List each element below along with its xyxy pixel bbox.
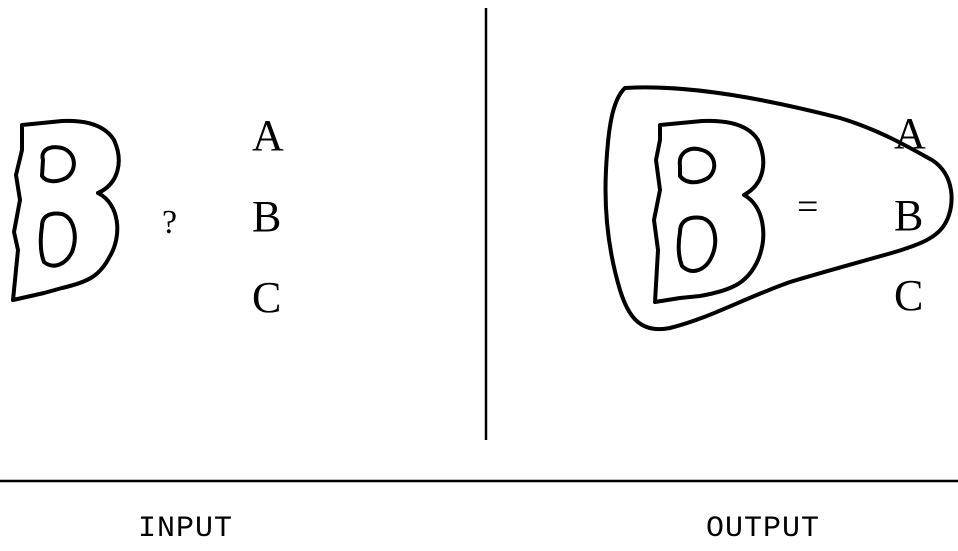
output-option-c: C (894, 274, 923, 318)
input-b-shape (13, 121, 119, 300)
input-b-upper-hole (42, 147, 74, 181)
input-option-b: B (252, 195, 281, 239)
input-b-lower-hole (41, 214, 75, 266)
input-label: INPUT (138, 514, 233, 544)
output-b-lower-hole (679, 218, 716, 271)
input-question-mark: ? (162, 206, 177, 240)
output-option-a: A (894, 112, 926, 156)
output-b-upper-hole (680, 149, 714, 182)
output-label: OUTPUT (706, 514, 820, 544)
output-option-b: B (894, 194, 923, 238)
output-equals-sign: = (797, 188, 818, 226)
input-option-c: C (252, 276, 281, 320)
output-b-outline (654, 121, 763, 302)
input-option-a: A (252, 114, 284, 158)
output-b-shape (654, 121, 763, 302)
